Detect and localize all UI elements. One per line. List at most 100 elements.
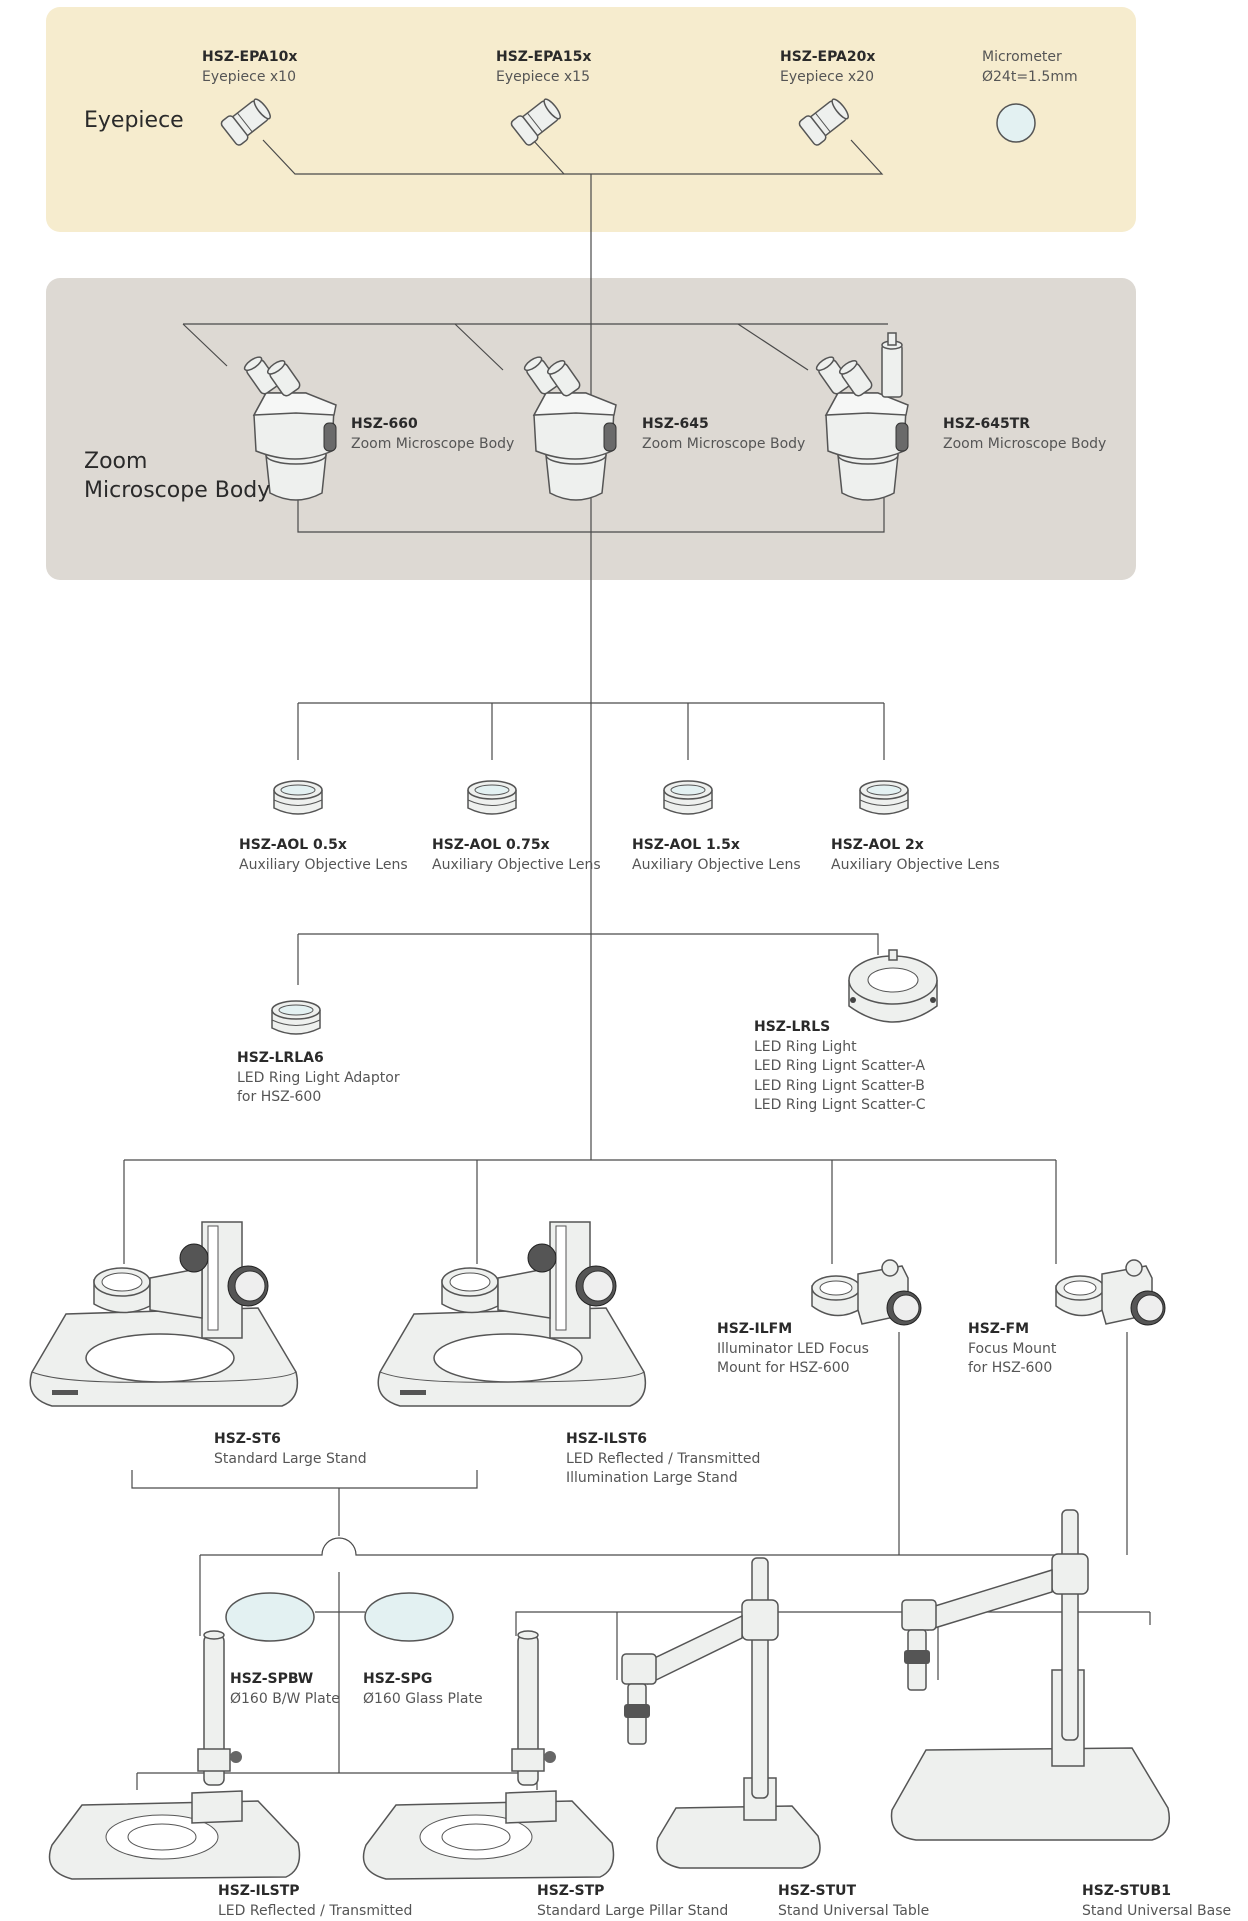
part-code: HSZ-LRLA6 — [237, 1049, 400, 1069]
part-code: HSZ-ILSTP — [218, 1882, 412, 1902]
zoom-body-title-line2: Microscope Body — [84, 476, 270, 505]
connector-line-14 — [298, 934, 878, 955]
objective-lens-icon — [468, 781, 516, 814]
part-code: HSZ-SPBW — [230, 1670, 340, 1690]
boom-stand-icon — [892, 1510, 1170, 1840]
part-code: HSZ-EPA20x — [780, 48, 875, 68]
large-stand-icon — [30, 1222, 297, 1406]
part-code: HSZ-AOL 0.5x — [239, 836, 408, 856]
part-description: Auxiliary Objective Lens — [432, 856, 601, 876]
part-description: Micrometer — [982, 48, 1078, 68]
objective-lens-icon — [274, 781, 322, 814]
glass-plate-icon — [365, 1593, 453, 1641]
part-description: Auxiliary Objective Lens — [239, 856, 408, 876]
objective-lens-icon — [860, 781, 908, 814]
part-description: LED Ring Light Adaptor — [237, 1069, 400, 1089]
part-description: Eyepiece x20 — [780, 68, 875, 88]
part-code: HSZ-EPA15x — [496, 48, 591, 68]
part-description: LED Ring Lignt Scatter-B — [754, 1077, 926, 1097]
stage-plate-icon — [226, 1593, 314, 1641]
part-description: Standard Large Stand — [214, 1450, 367, 1470]
part-description: Ø24t=1.5mm — [982, 68, 1078, 88]
part-description: Eyepiece x15 — [496, 68, 591, 88]
part-code: HSZ-STUT — [778, 1882, 929, 1902]
part-code: HSZ-SPG — [363, 1670, 483, 1690]
part-code: HSZ-645TR — [943, 415, 1106, 435]
part-description: Illuminator LED Focus — [717, 1340, 869, 1360]
objective-lens-icon — [664, 781, 712, 814]
part-code: HSZ-ILFM — [717, 1320, 869, 1340]
part-description: LED Reflected / Transmitted — [566, 1450, 760, 1470]
part-description: Standard Large Pillar Stand — [537, 1902, 728, 1921]
ring-adaptor-icon — [272, 1001, 320, 1034]
part-description: Auxiliary Objective Lens — [831, 856, 1000, 876]
zoom-body-section-title: Zoom Microscope Body — [84, 447, 270, 505]
connector-line-21 — [132, 1470, 477, 1488]
focus-mount-icon — [1056, 1260, 1165, 1325]
eyepiece-title-text: Eyepiece — [84, 106, 184, 135]
part-description: Zoom Microscope Body — [642, 435, 805, 455]
ring-light-icon — [849, 950, 937, 1022]
part-description: LED Ring Light — [754, 1038, 926, 1058]
part-description: Ø160 Glass Plate — [363, 1690, 483, 1710]
part-code: HSZ-AOL 1.5x — [632, 836, 801, 856]
part-description: for HSZ-600 — [968, 1359, 1056, 1379]
pillar-stand-icon — [364, 1631, 614, 1879]
part-code: HSZ-ILST6 — [566, 1430, 760, 1450]
part-code: HSZ-645 — [642, 415, 805, 435]
part-code: HSZ-660 — [351, 415, 514, 435]
part-code: HSZ-ST6 — [214, 1430, 367, 1450]
part-code: HSZ-AOL 2x — [831, 836, 1000, 856]
part-description: LED Ring Lignt Scatter-A — [754, 1057, 926, 1077]
focus-mount-icon — [812, 1260, 921, 1325]
part-code: HSZ-LRLS — [754, 1018, 926, 1038]
eyepiece-section-title: Eyepiece — [84, 106, 184, 135]
zoom-body-title-line1: Zoom — [84, 447, 270, 476]
part-description: Zoom Microscope Body — [943, 435, 1106, 455]
part-description: LED Ring Lignt Scatter-C — [754, 1096, 926, 1116]
part-description: Eyepiece x10 — [202, 68, 297, 88]
part-code: HSZ-EPA10x — [202, 48, 297, 68]
part-description: for HSZ-600 — [237, 1088, 400, 1108]
part-description: Auxiliary Objective Lens — [632, 856, 801, 876]
part-description: Ø160 B/W Plate — [230, 1690, 340, 1710]
part-description: Zoom Microscope Body — [351, 435, 514, 455]
part-code: HSZ-AOL 0.75x — [432, 836, 601, 856]
large-stand-icon — [378, 1222, 645, 1406]
part-description: LED Reflected / Transmitted — [218, 1902, 412, 1921]
part-code: HSZ-FM — [968, 1320, 1056, 1340]
part-description: Stand Universal Base — [1082, 1902, 1231, 1921]
micrometer-disc-icon — [997, 104, 1035, 142]
part-description: Stand Universal Table — [778, 1902, 929, 1921]
connector-line-32 — [516, 1612, 1150, 1636]
pillar-stand-icon — [50, 1631, 300, 1879]
part-description: Mount for HSZ-600 — [717, 1359, 869, 1379]
part-description: Focus Mount — [968, 1340, 1056, 1360]
connector-line-23 — [200, 1538, 1056, 1555]
